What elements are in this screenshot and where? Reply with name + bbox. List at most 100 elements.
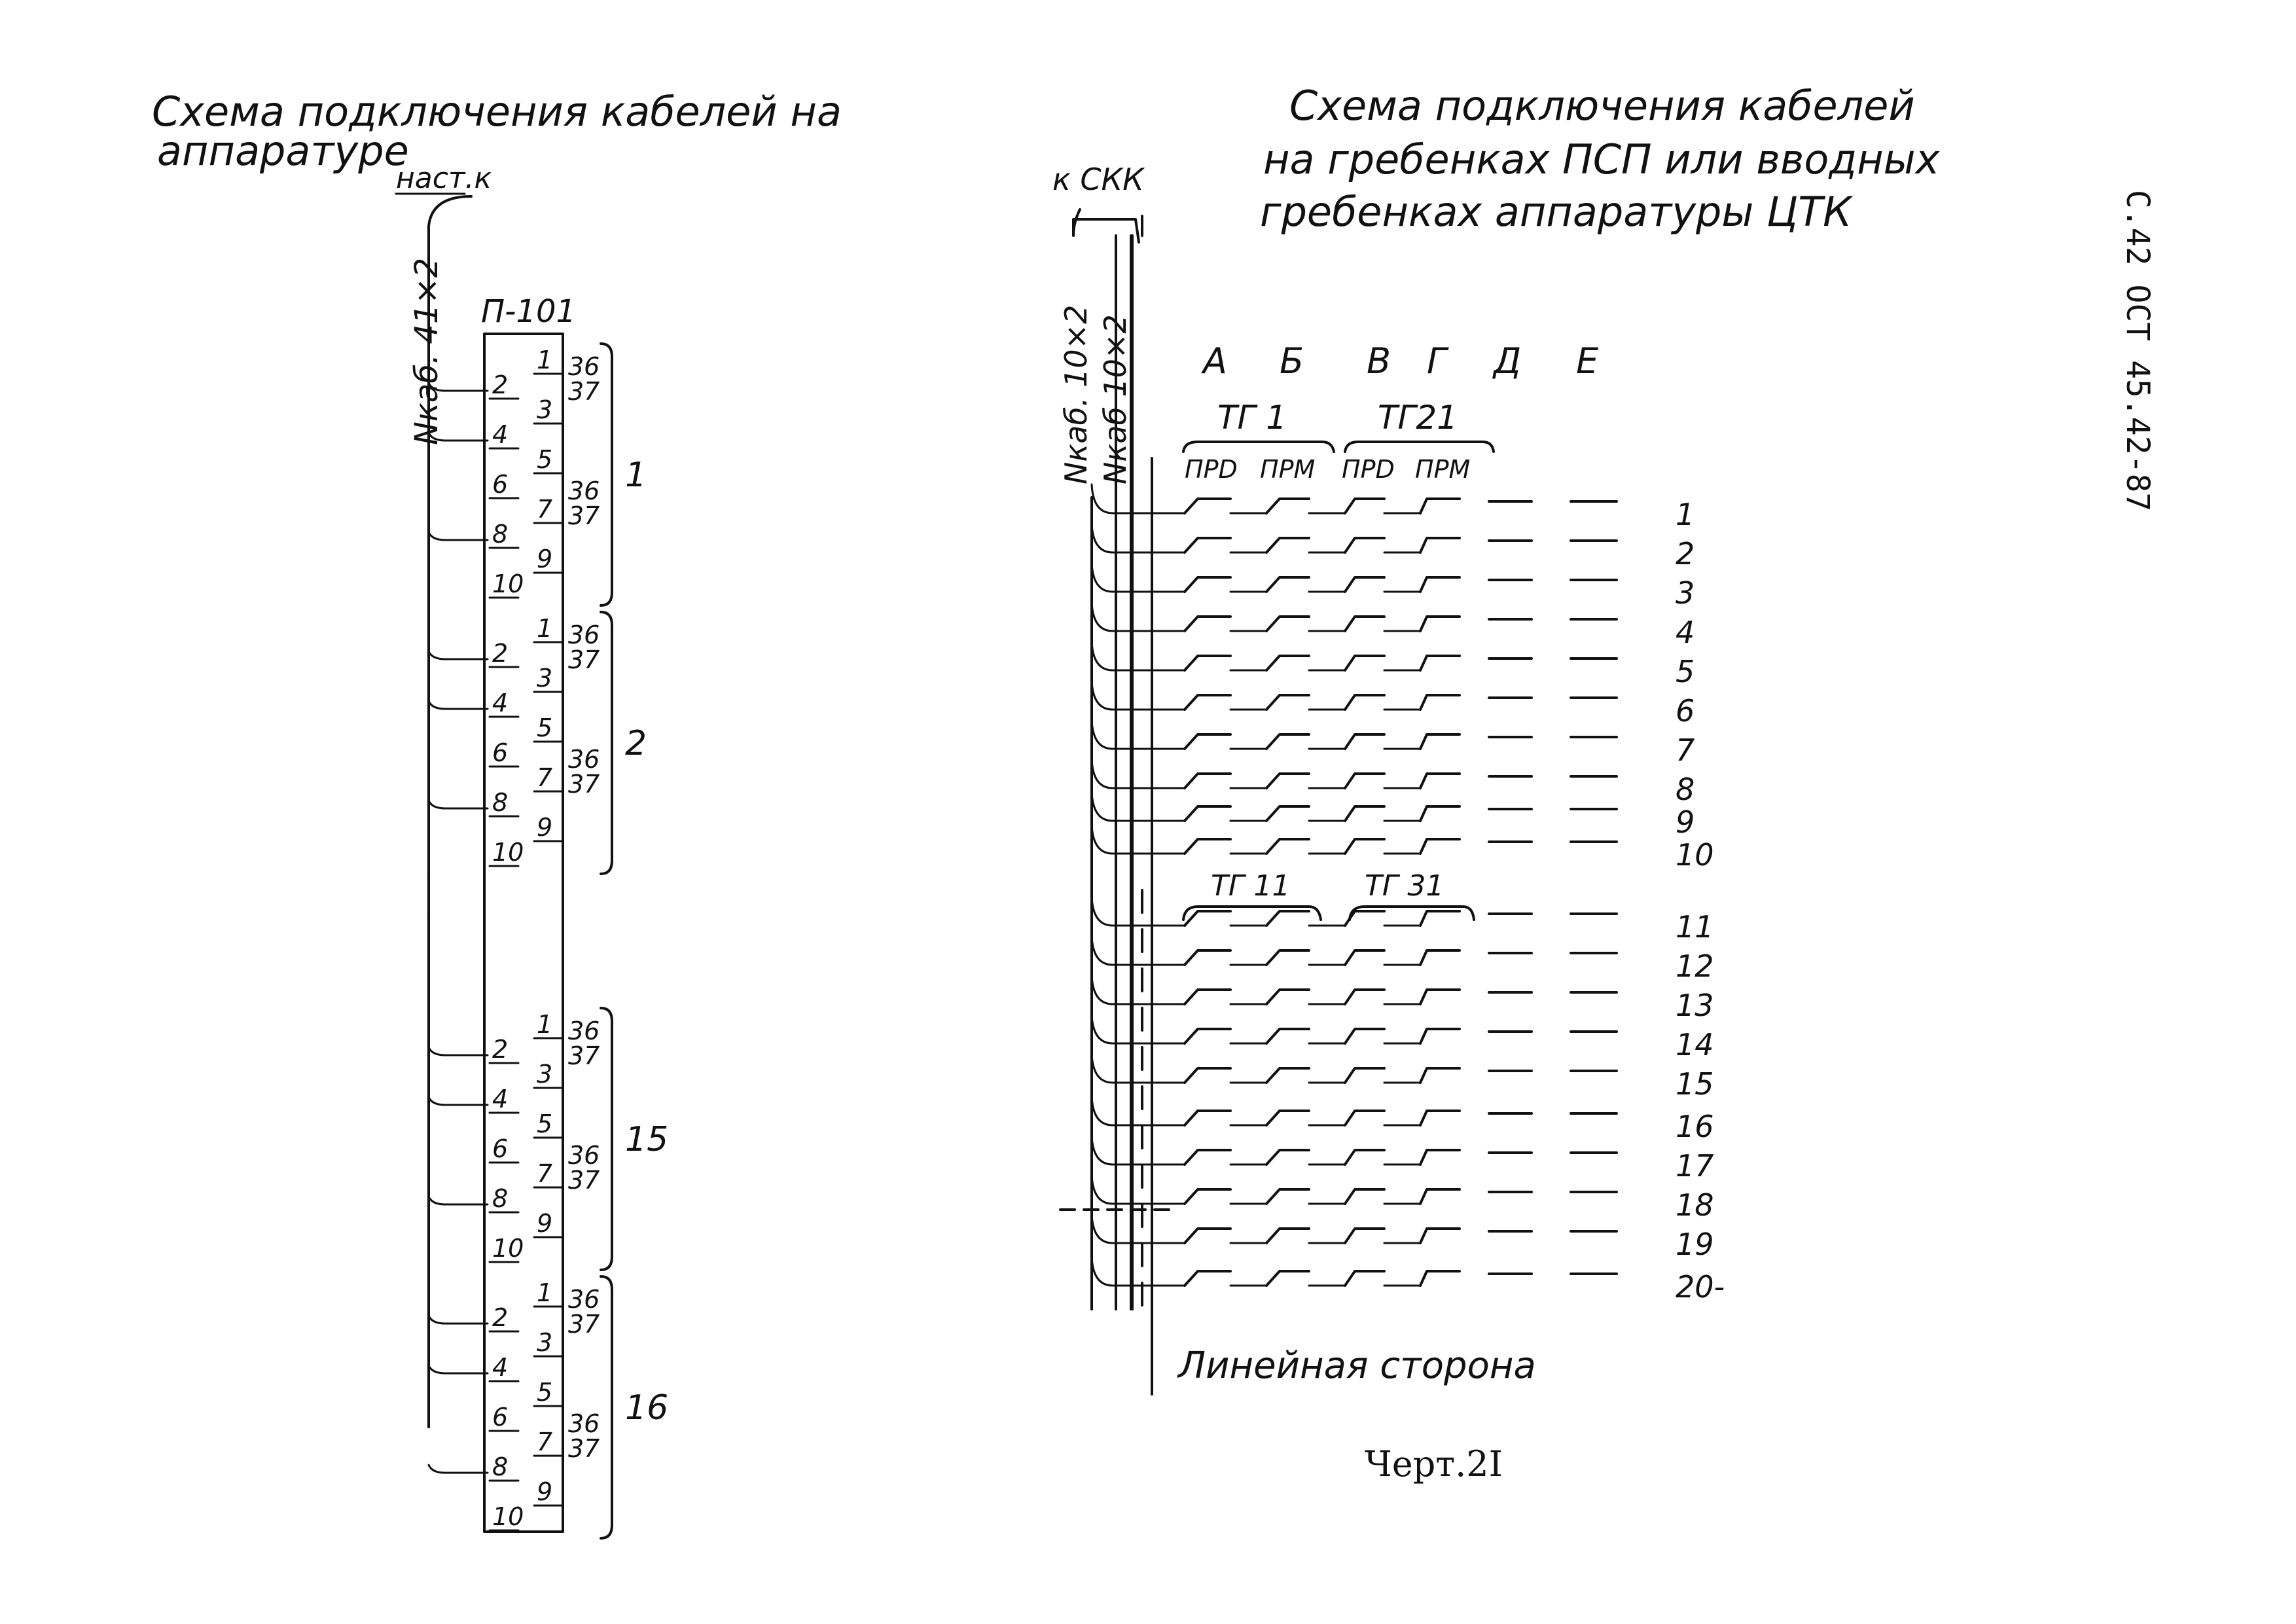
pin-number: 2: [492, 370, 508, 399]
terminal-row: 19: [1090, 1213, 1714, 1262]
pin-pair-label: 36: [568, 1017, 600, 1045]
pin-number: 3: [537, 1060, 552, 1089]
right-diagram: Схема подключения кабелей на гребенках П…: [1052, 82, 1941, 1396]
row-number: 7: [1676, 732, 1695, 768]
pin-number: 7: [537, 763, 552, 792]
row-number: 9: [1676, 804, 1695, 840]
column-header: А: [1201, 340, 1227, 382]
tg-mid-2: ТГ 31: [1365, 869, 1444, 903]
pin-number: 5: [537, 713, 552, 742]
right-title-line3: гребенках аппаратуры ЦТК: [1260, 188, 1854, 236]
terminal-row: 16: [1090, 1095, 1714, 1144]
pin-number: 7: [537, 1159, 552, 1188]
pin-number: 4: [492, 689, 508, 717]
left-cable-label: Nкаб. 41×2: [408, 258, 445, 445]
pin-number: 10: [492, 569, 524, 598]
pin-pair-label: 37: [568, 377, 600, 406]
pin-number: 10: [492, 1234, 524, 1263]
left-title-note: наст.к: [396, 162, 492, 195]
pin-number: 5: [537, 1378, 552, 1407]
pin-pair-label: 36: [568, 477, 600, 505]
pin-number: 1: [537, 614, 552, 643]
terminal-row: 18: [1090, 1174, 1714, 1223]
pin-pair-label: 36: [568, 621, 600, 649]
terminal-row: 10: [1090, 823, 1714, 873]
terminal-row: 13: [1090, 974, 1714, 1023]
row-number: 2: [1676, 536, 1695, 571]
sub-prd-2: ПРD: [1342, 455, 1395, 484]
pin-number: 6: [492, 470, 508, 499]
pin-number: 5: [537, 1110, 552, 1138]
row-number: 19: [1676, 1227, 1714, 1262]
terminal-row: 9: [1090, 791, 1695, 840]
pin-number: 3: [537, 1328, 552, 1357]
row-number: 8: [1676, 772, 1695, 807]
tg-mid-1: ТГ 11: [1211, 869, 1290, 903]
pin-number: 8: [492, 520, 508, 549]
right-title-line1: Схема подключения кабелей: [1289, 82, 1915, 130]
pin-number: 9: [537, 545, 552, 573]
pin-pair-label: 37: [568, 1434, 600, 1463]
column-header: Д: [1492, 340, 1521, 382]
terminal-row: 8: [1090, 758, 1695, 807]
pin-pair-label: 37: [568, 501, 600, 530]
line-side-label: Линейная сторона: [1177, 1344, 1536, 1387]
to-skk-label: к СКК: [1052, 162, 1145, 197]
pin-number: 1: [537, 1010, 552, 1039]
column-header: Г: [1427, 340, 1449, 382]
pin-number: 2: [492, 1303, 508, 1332]
row-number: 14: [1676, 1027, 1714, 1062]
pin-number: 9: [537, 813, 552, 842]
row-number: 1: [1676, 497, 1695, 532]
pin-pair-label: 37: [568, 1310, 600, 1339]
column-header: Е: [1576, 340, 1599, 382]
pin-number: 4: [492, 1353, 508, 1382]
terminal-row: 6: [1090, 679, 1695, 729]
figure-caption: Черт.2I: [1365, 1443, 1503, 1485]
pin-number: 8: [492, 788, 508, 817]
group-label: 15: [625, 1120, 668, 1159]
row-number: 12: [1676, 948, 1714, 984]
pin-pair-label: 36: [568, 1409, 600, 1438]
pin-number: 10: [492, 838, 524, 867]
pin-number: 8: [492, 1184, 508, 1213]
right-title-line2: на гребенках ПСП или вводных: [1263, 135, 1941, 183]
row-number: 3: [1676, 575, 1695, 611]
pin-number: 3: [537, 395, 552, 424]
pin-pair-label: 36: [568, 352, 600, 381]
sub-prm-1: ПРМ: [1260, 455, 1315, 484]
row-number: 16: [1676, 1109, 1714, 1144]
sub-prd-1: ПРD: [1185, 455, 1238, 484]
pin-pair-label: 36: [568, 1285, 600, 1314]
pin-pair-label: 37: [568, 645, 600, 674]
row-number: 4: [1676, 615, 1695, 650]
terminal-row: 20-: [1090, 1255, 1725, 1305]
column-header: Б: [1280, 340, 1304, 382]
pin-number: 7: [537, 1428, 552, 1456]
tg-top-1: ТГ 1: [1217, 399, 1287, 437]
left-title-line2: аппаратуре: [157, 127, 409, 175]
terminal-row: 12: [1090, 935, 1714, 984]
pin-number: 9: [537, 1477, 552, 1506]
row-number: 17: [1676, 1148, 1714, 1183]
right-cable-label-1: Nкаб. 10×2: [1058, 305, 1094, 484]
terminal-row: 2: [1090, 522, 1695, 571]
pin-number: 6: [492, 1134, 508, 1163]
pin-pair-label: 37: [568, 1041, 600, 1070]
pin-pair-label: 36: [568, 745, 600, 774]
terminal-row: 3: [1090, 562, 1695, 611]
terminal-row: 1: [1090, 483, 1695, 532]
row-number: 18: [1676, 1187, 1714, 1223]
row-number: 6: [1676, 693, 1695, 729]
group-label: 2: [625, 724, 647, 763]
row-number: 11: [1676, 909, 1714, 945]
left-diagram: Схема подключения кабелей на аппаратуре …: [152, 88, 842, 1540]
tg-top-2: ТГ21: [1378, 399, 1458, 437]
pin-number: 5: [537, 445, 552, 474]
block-label: П-101: [481, 293, 576, 330]
